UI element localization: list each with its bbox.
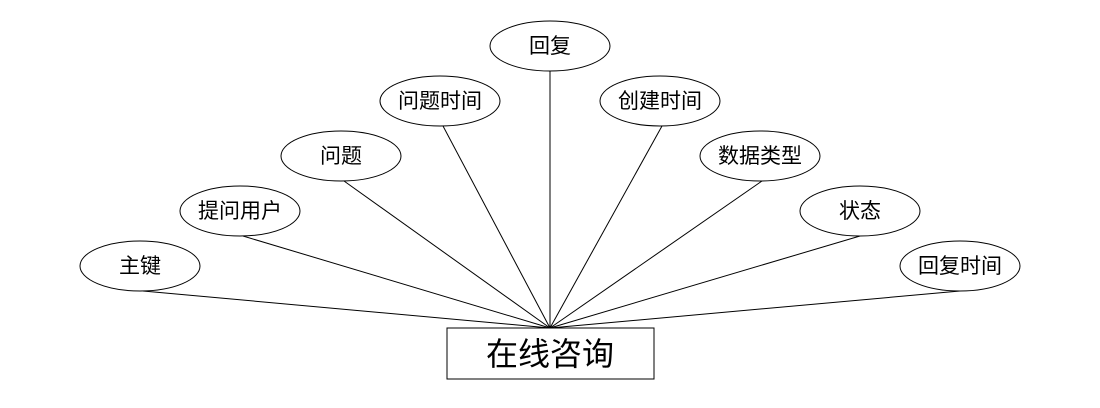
attribute-label: 问题 [320,144,362,168]
attribute-label: 创建时间 [618,89,702,113]
attribute-status: 状态 [799,185,921,237]
attribute-ellipse [799,185,921,237]
entity-box [446,327,655,380]
attribute-ellipse [79,240,201,292]
attribute-label: 回复 [529,34,571,58]
attribute-question-time: 问题时间 [379,75,501,127]
connector-data-type [549,180,763,329]
attribute-ellipse [599,75,721,127]
attribute-label: 状态 [839,199,881,223]
attribute-question: 问题 [280,130,402,182]
connector-lines [142,71,961,329]
attribute-ellipse [699,130,821,182]
attribute-label: 数据类型 [718,144,802,168]
attribute-ellipse [179,185,301,237]
entity-node: 在线咨询 [446,327,655,380]
attribute-ellipse [899,240,1021,292]
connector-reply-time [549,290,961,329]
connector-asker [242,235,551,329]
attribute-ellipse [280,130,402,182]
attribute-reply-time: 回复时间 [899,240,1021,292]
connector-status [549,235,861,329]
attribute-asker: 提问用户 [179,185,301,237]
attribute-label: 主键 [119,254,161,278]
attribute-ellipse [489,20,611,72]
attribute-label: 提问用户 [198,199,282,223]
attribute-data-type: 数据类型 [699,130,821,182]
attribute-create-time: 创建时间 [599,75,721,127]
connector-primary-key [142,290,551,329]
connector-question-time [442,125,551,329]
connector-create-time [549,125,663,329]
attribute-primary-key: 主键 [79,240,201,292]
attribute-label: 问题时间 [398,89,482,113]
attribute-label: 回复时间 [918,254,1002,278]
attribute-ellipse [379,75,501,127]
connector-question [343,180,551,329]
attribute-reply: 回复 [489,20,611,72]
entity-label: 在线咨询 [486,335,614,373]
